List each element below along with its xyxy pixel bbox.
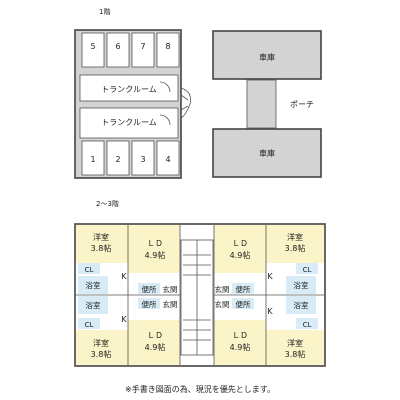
entrance-label: 玄関 — [163, 299, 178, 309]
bathroom — [78, 296, 108, 314]
trunk-room-label: トランクルーム — [101, 85, 157, 94]
toilet — [138, 298, 160, 309]
western-room — [76, 330, 128, 365]
western-room — [266, 225, 324, 263]
closet — [78, 318, 100, 329]
western-room-size: 3.8帖 — [91, 243, 112, 253]
locker-8 — [156, 32, 180, 68]
kitchen-label: K — [267, 307, 273, 316]
living-dining — [214, 320, 266, 365]
living-dining — [128, 320, 180, 365]
western-room-size: 3.8帖 — [91, 349, 112, 359]
trunk-room-upper — [79, 74, 179, 102]
western-room-label: 洋室 — [93, 232, 109, 242]
locker-1 — [81, 140, 105, 176]
locker-label-7: 7 — [140, 42, 145, 51]
bathroom — [286, 296, 316, 314]
entrance-label: 玄関 — [163, 284, 178, 294]
entrance-label: 玄関 — [215, 284, 230, 294]
toilet — [232, 298, 254, 309]
ld-size: 4.9帖 — [145, 250, 166, 260]
door-swing — [159, 114, 171, 126]
western-room-label: 洋室 — [287, 232, 303, 242]
storage-block: 5 6 7 8 トランクルーム トランクルーム 1 2 3 4 — [74, 29, 182, 179]
closet-label: CL — [303, 321, 312, 329]
ld-label: ＬＤ — [147, 239, 163, 248]
closet-label: CL — [85, 266, 94, 274]
western-room-size: 3.8帖 — [285, 349, 306, 359]
trunk-room-lower — [79, 107, 179, 139]
toilet-label: 便所 — [142, 284, 157, 294]
locker-7 — [131, 32, 155, 68]
garage-label-lower: 車庫 — [259, 148, 275, 158]
western-room — [76, 225, 128, 263]
locker-label-5: 5 — [90, 42, 95, 51]
ld-label: ＬＤ — [232, 331, 248, 340]
western-room-label: 洋室 — [93, 338, 109, 348]
bathroom — [286, 276, 316, 294]
kitchen-label: K — [121, 315, 127, 324]
living-dining — [128, 225, 180, 273]
locker-label-1: 1 — [90, 155, 95, 164]
western-room-label: 洋室 — [287, 338, 303, 348]
locker-label-3: 3 — [140, 155, 145, 164]
toilet — [138, 283, 160, 294]
kitchen-label: K — [267, 272, 273, 281]
garage-block: 車庫 ポーチ 車庫 — [212, 30, 322, 178]
garage-label-upper: 車庫 — [259, 52, 275, 62]
footnote: ※手書き図面の為、現況を優先とします。 — [125, 384, 275, 394]
closet — [78, 263, 100, 274]
locker-label-2: 2 — [115, 155, 120, 164]
ld-size: 4.9帖 — [145, 342, 166, 352]
kitchen-label: K — [121, 272, 127, 281]
closet — [296, 318, 318, 329]
locker-5 — [81, 32, 105, 68]
locker-label-4: 4 — [165, 155, 170, 164]
ld-label: ＬＤ — [232, 239, 248, 248]
closet — [296, 263, 318, 274]
trunk-room-label: トランクルーム — [101, 118, 157, 127]
locker-6 — [106, 32, 130, 68]
closet-label: CL — [85, 321, 94, 329]
ld-size: 4.9帖 — [230, 250, 251, 260]
western-room-size: 3.8帖 — [285, 243, 306, 253]
ld-size: 4.9帖 — [230, 342, 251, 352]
entrance-label: 玄関 — [215, 299, 230, 309]
floor23-heading: 2〜3階 — [96, 199, 119, 208]
locker-3 — [131, 140, 155, 176]
porch-label: ポーチ — [290, 100, 314, 109]
toilet-label: 便所 — [236, 284, 251, 294]
locker-2 — [106, 140, 130, 176]
bath-label: 浴室 — [294, 300, 309, 310]
porch-floor — [247, 80, 276, 128]
western-room — [266, 330, 324, 365]
bath-label: 浴室 — [294, 280, 309, 290]
toilet — [232, 283, 254, 294]
toilet-label: 便所 — [236, 299, 251, 309]
locker-4 — [156, 140, 180, 176]
floor1-heading: 1階 — [99, 7, 110, 16]
ld-label: ＬＤ — [147, 331, 163, 340]
closet-label: CL — [303, 266, 312, 274]
bath-label: 浴室 — [86, 280, 101, 290]
toilet-label: 便所 — [142, 299, 157, 309]
living-dining — [214, 225, 266, 273]
bath-label: 浴室 — [86, 300, 101, 310]
central-staircase — [180, 239, 214, 356]
bathroom — [78, 276, 108, 294]
staircase — [180, 87, 191, 119]
partition-lines — [76, 225, 324, 365]
locker-label-6: 6 — [115, 42, 120, 51]
locker-label-8: 8 — [165, 42, 170, 51]
door-swing — [159, 81, 171, 93]
